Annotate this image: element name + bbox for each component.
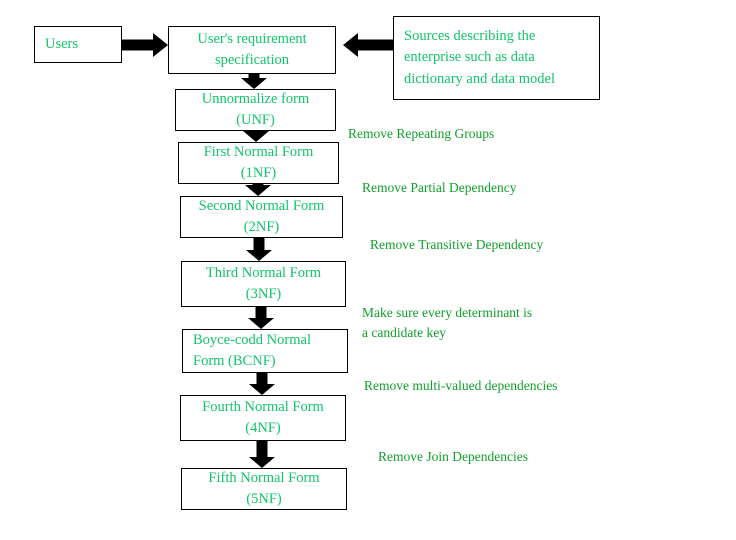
annotation-candidate-key-rule: Make sure every determinant is a candida…: [362, 305, 533, 340]
node-third-normal-form: Third Normal Form (3NF): [181, 261, 346, 307]
node-label-line: Boyce-codd Normal: [193, 331, 311, 348]
arrow-stem: [122, 39, 153, 51]
node-label-line: Sources describing the: [404, 28, 536, 45]
node-label-line: (3NF): [245, 286, 282, 302]
arrow-stem: [256, 373, 268, 384]
node-label-line: Second Normal Form: [198, 197, 325, 214]
arrow-3nf-to-bcnf: [248, 307, 274, 329]
node-label-line: Unnormalize form: [201, 90, 310, 107]
node-fourth-normal-form: Fourth Normal Form (4NF): [180, 395, 346, 441]
arrow-head-icon: [241, 78, 267, 89]
node-label-line: Fourth Normal Form: [202, 398, 324, 415]
node-label-line: (5NF): [246, 491, 282, 507]
arrow-head-icon: [343, 33, 358, 57]
node-first-normal-form: First Normal Form (1NF): [178, 142, 339, 184]
node-fifth-normal-form: Fifth Normal Form (5NF): [181, 468, 347, 510]
annotation-remove-transitive-dependency: Remove Transitive Dependency: [370, 237, 544, 252]
node-label-line: Third Normal Form: [205, 264, 322, 281]
arrow-head-icon: [248, 318, 274, 329]
node-label-line: (4NF): [245, 420, 281, 436]
node-label-line: Form (BCNF): [193, 353, 276, 369]
node-label-line: Users: [45, 35, 79, 52]
arrow-head-icon: [243, 131, 269, 142]
node-second-normal-form: Second Normal Form (2NF): [180, 196, 343, 238]
arrow-stem: [253, 238, 265, 250]
annotation-remove-multivalued-dependencies: Remove multi-valued dependencies: [364, 378, 558, 393]
node-sources-describing-enterprise: Sources describing the enterprise such as…: [393, 16, 600, 100]
arrow-1nf-to-2nf: [245, 184, 271, 196]
node-label-line: (1NF): [240, 165, 277, 181]
node-label-line: dictionary and data model: [404, 70, 555, 87]
node-label-line: enterprise such as data: [404, 49, 535, 66]
arrow-spec-to-unf: [241, 74, 267, 89]
arrow-head-icon: [249, 384, 275, 395]
node-label-line: (2NF): [243, 219, 280, 235]
arrow-stem: [255, 307, 267, 318]
arrow-stem: [358, 39, 393, 51]
arrow-unf-to-1nf: [243, 131, 269, 142]
arrow-sources-to-specification: [343, 33, 393, 57]
node-label-line: First Normal Form: [203, 143, 314, 160]
arrow-users-to-specification: [122, 33, 168, 57]
node-label-line: User's requirement: [197, 30, 307, 47]
node-label-line: specification: [214, 52, 290, 68]
arrow-2nf-to-3nf: [246, 238, 272, 261]
arrow-head-icon: [153, 33, 168, 57]
arrow-head-icon: [245, 185, 271, 196]
node-user-requirement-specification: User's requirement specification: [168, 26, 336, 74]
node-label-line: (UNF): [236, 112, 275, 128]
node-unnormalize-form: Unnormalize form (UNF): [175, 89, 336, 131]
node-label-line: Fifth Normal Form: [208, 469, 320, 486]
arrow-head-icon: [249, 457, 275, 468]
arrow-bcnf-to-4nf: [249, 373, 275, 395]
arrow-head-icon: [246, 250, 272, 261]
annotation-remove-repeating-groups: Remove Repeating Groups: [348, 126, 495, 141]
annotation-remove-join-dependencies: Remove Join Dependencies: [378, 449, 528, 464]
arrow-stem: [248, 74, 260, 78]
annotation-remove-partial-dependency: Remove Partial Dependency: [362, 180, 517, 195]
arrow-stem: [256, 441, 268, 457]
node-users: Users: [34, 26, 122, 63]
arrow-4nf-to-5nf: [249, 441, 275, 468]
